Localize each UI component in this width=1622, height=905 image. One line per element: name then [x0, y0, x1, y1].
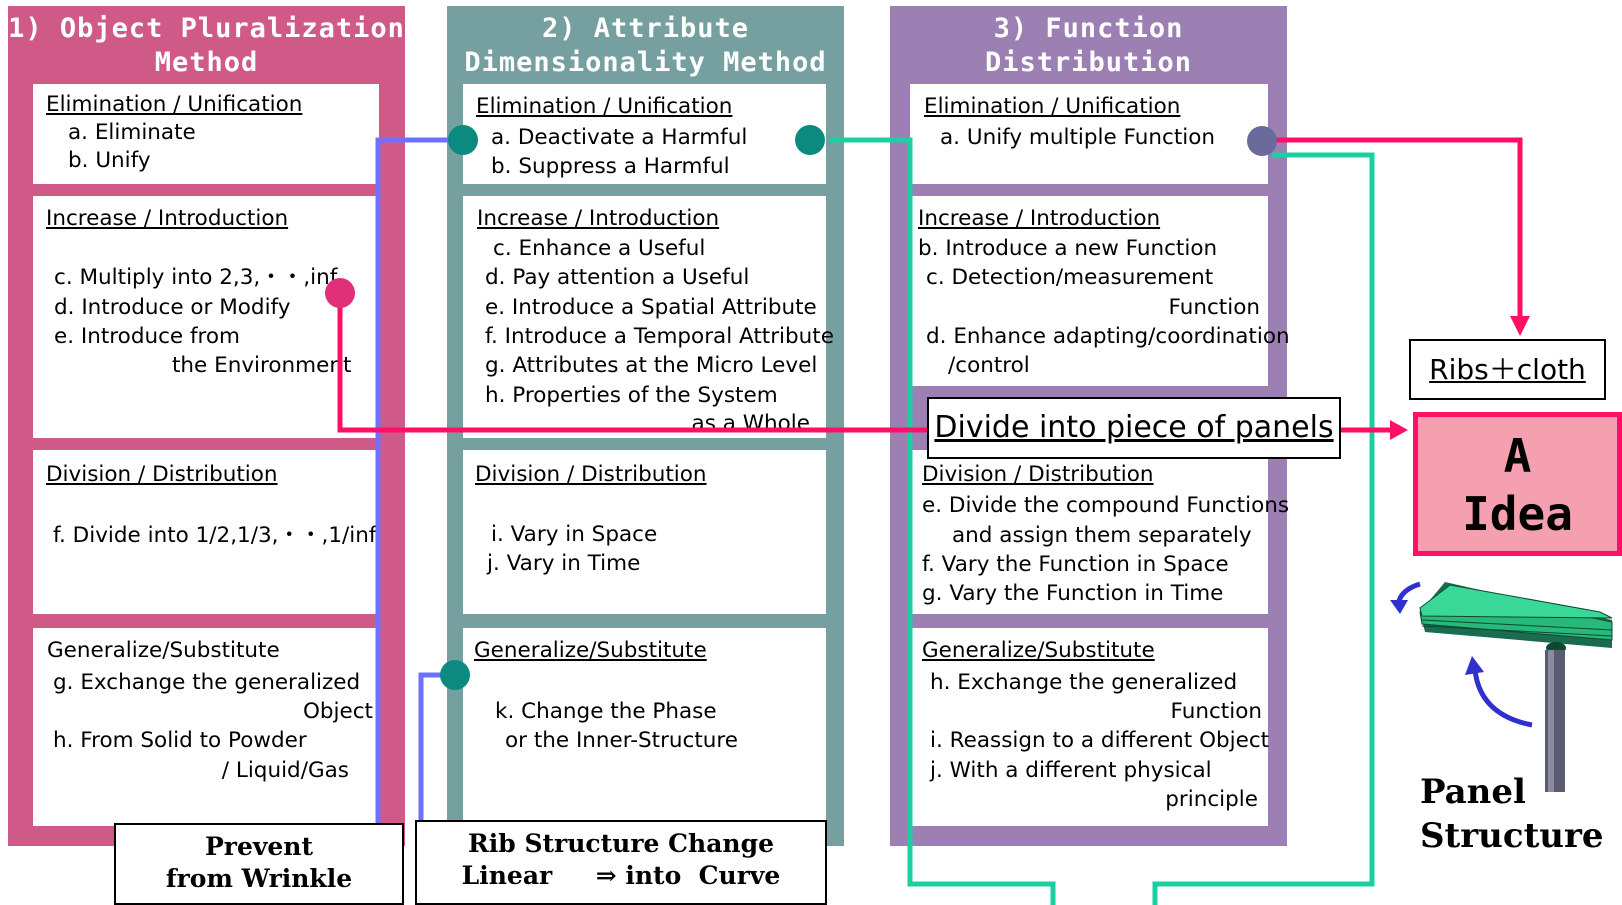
- blue-arrowhead-top: [1390, 600, 1408, 614]
- box-title: Increase / Introduction: [477, 206, 720, 231]
- list-item: k. Change the Phase: [495, 699, 717, 724]
- box-3-division: Division / Distribution e. Divide the co…: [910, 450, 1289, 614]
- column-object-pluralization: 1) Object Pluralization Method Eliminati…: [8, 6, 405, 846]
- list-item: d. Enhance adapting/coordination: [926, 324, 1290, 349]
- column-attribute-dimensionality: 2) Attribute Dimensionality Method Elimi…: [447, 6, 844, 846]
- list-item: c. Detection/measurement: [926, 265, 1214, 290]
- panel-pivot: [1546, 642, 1566, 654]
- list-item: b. Unify: [68, 148, 151, 173]
- prevent-wrinkle-label: Prevent from Wrinkle: [165, 832, 353, 893]
- rib-change-line-2: Linear ⇒ into Curve: [461, 861, 781, 890]
- box-1-elimination: Elimination / Unification a. Eliminate b…: [33, 84, 379, 184]
- list-item: principle: [1165, 787, 1258, 812]
- list-item: g. Exchange the generalized: [53, 670, 361, 695]
- panel-fan-mid: [1419, 587, 1613, 641]
- list-item: and assign them separately: [952, 523, 1252, 548]
- box-title: Division / Distribution: [475, 462, 707, 487]
- list-item: c. Enhance a Useful: [493, 236, 706, 261]
- list-item: d. Introduce or Modify: [54, 295, 291, 320]
- box-3-elimination: Elimination / Unification a. Unify multi…: [910, 84, 1268, 184]
- box-1-increase: Increase / Introduction c. Multiply into…: [33, 196, 379, 438]
- box-title: Generalize/Substitute: [474, 638, 707, 663]
- panel-fan-back: [1420, 582, 1612, 648]
- list-item: f. Introduce a Temporal Attribute: [485, 324, 834, 349]
- list-item: e. Introduce a Spatial Attribute: [485, 295, 817, 320]
- idea-label: A Idea: [1462, 429, 1573, 541]
- list-item: h. Exchange the generalized: [930, 670, 1238, 695]
- list-item: h. Properties of the System: [485, 383, 778, 408]
- box-title: Elimination / Unification: [924, 94, 1181, 119]
- list-item: i. Reassign to a different Object: [930, 728, 1270, 753]
- list-item: f. Divide into 1/2,1/3,・・,1/inf.: [53, 523, 382, 548]
- list-item: c. Multiply into 2,3,・・,inf.: [54, 265, 343, 290]
- list-item: g. Attributes at the Micro Level: [485, 353, 818, 378]
- panel-structure-label: Panel Structure: [1420, 772, 1604, 856]
- list-item: e. Introduce from: [54, 324, 241, 349]
- list-item: /control: [948, 353, 1030, 378]
- list-item: b. Introduce a new Function: [918, 236, 1218, 261]
- divide-label-box: Divide into piece of panels: [927, 397, 1341, 459]
- box-2-division: Division / Distribution i. Vary in Space…: [463, 450, 826, 614]
- list-item: d. Pay attention a Useful: [485, 265, 750, 290]
- list-item: as a Whole: [691, 411, 810, 436]
- box-title: Generalize/Substitute: [922, 638, 1155, 663]
- box-3-increase: Increase / Introduction b. Introduce a n…: [910, 196, 1290, 386]
- rib-change-box: Rib Structure Change Linear ⇒ into Curve: [415, 820, 827, 905]
- column-1-title: 1) Object Pluralization Method: [8, 13, 405, 78]
- blue-curve-arrow-top: [1395, 581, 1421, 606]
- rib-change-line-1: Rib Structure Change: [468, 829, 774, 858]
- list-item: h. From Solid to Powder: [53, 728, 307, 753]
- list-item: the Environment: [172, 353, 352, 378]
- list-item: a. Unify multiple Function: [940, 125, 1216, 150]
- blue-arrowhead-bottom: [1465, 656, 1484, 675]
- box-title: Division / Distribution: [922, 462, 1154, 487]
- list-item: a. Deactivate a Harmful: [491, 125, 748, 150]
- list-item: i. Vary in Space: [491, 522, 658, 547]
- list-item: f. Vary the Function in Space: [922, 552, 1229, 577]
- pink-arrowhead-2: [1510, 316, 1530, 336]
- box-1-generalize: Generalize/Substitute g. Exchange the ge…: [33, 628, 379, 826]
- list-item: j. With a different physical: [930, 758, 1212, 783]
- panel-fan-top: [1419, 584, 1613, 619]
- list-item: Object: [302, 699, 373, 724]
- box-title: Generalize/Substitute: [47, 638, 280, 663]
- column-2-title: 2) Attribute Dimensionality Method: [464, 13, 827, 78]
- box-2-increase: Increase / Introduction c. Enhance a Use…: [463, 196, 834, 438]
- box-title: Elimination / Unification: [476, 94, 733, 119]
- prevent-wrinkle-box: Prevent from Wrinkle: [114, 823, 404, 905]
- list-item: j. Vary in Time: [487, 551, 641, 576]
- list-item: e. Divide the compound Functions: [922, 493, 1290, 518]
- box-title: Increase / Introduction: [918, 206, 1161, 231]
- pink-connector-2: [1262, 137, 1523, 318]
- list-item: Function: [1170, 699, 1262, 724]
- box-1-division: Division / Distribution f. Divide into 1…: [33, 450, 382, 614]
- ribs-cloth-label: Ribs＋cloth: [1429, 353, 1586, 386]
- box-2-generalize: Generalize/Substitute k. Change the Phas…: [463, 628, 826, 826]
- list-item: a. Eliminate: [68, 120, 196, 145]
- divide-label: Divide into piece of panels: [934, 410, 1334, 445]
- list-item: Function: [1168, 295, 1260, 320]
- blue-curve-arrow-bottom: [1472, 669, 1533, 728]
- box-2-elimination: Elimination / Unification a. Deactivate …: [463, 84, 826, 184]
- box-title: Division / Distribution: [46, 462, 278, 487]
- box-title: Increase / Introduction: [46, 206, 289, 231]
- box-title: Elimination / Unification: [46, 92, 303, 117]
- list-item: / Liquid/Gas: [221, 758, 349, 783]
- ribs-cloth-box: Ribs＋cloth: [1409, 339, 1606, 400]
- list-item: b. Suppress a Harmful: [491, 154, 730, 179]
- list-item: g. Vary the Function in Time: [922, 581, 1224, 606]
- box-3-generalize: Generalize/Substitute h. Exchange the ge…: [910, 628, 1270, 826]
- idea-box: A Idea: [1413, 412, 1622, 556]
- pink-arrowhead: [1390, 420, 1408, 440]
- list-item: or the Inner-Structure: [505, 728, 739, 753]
